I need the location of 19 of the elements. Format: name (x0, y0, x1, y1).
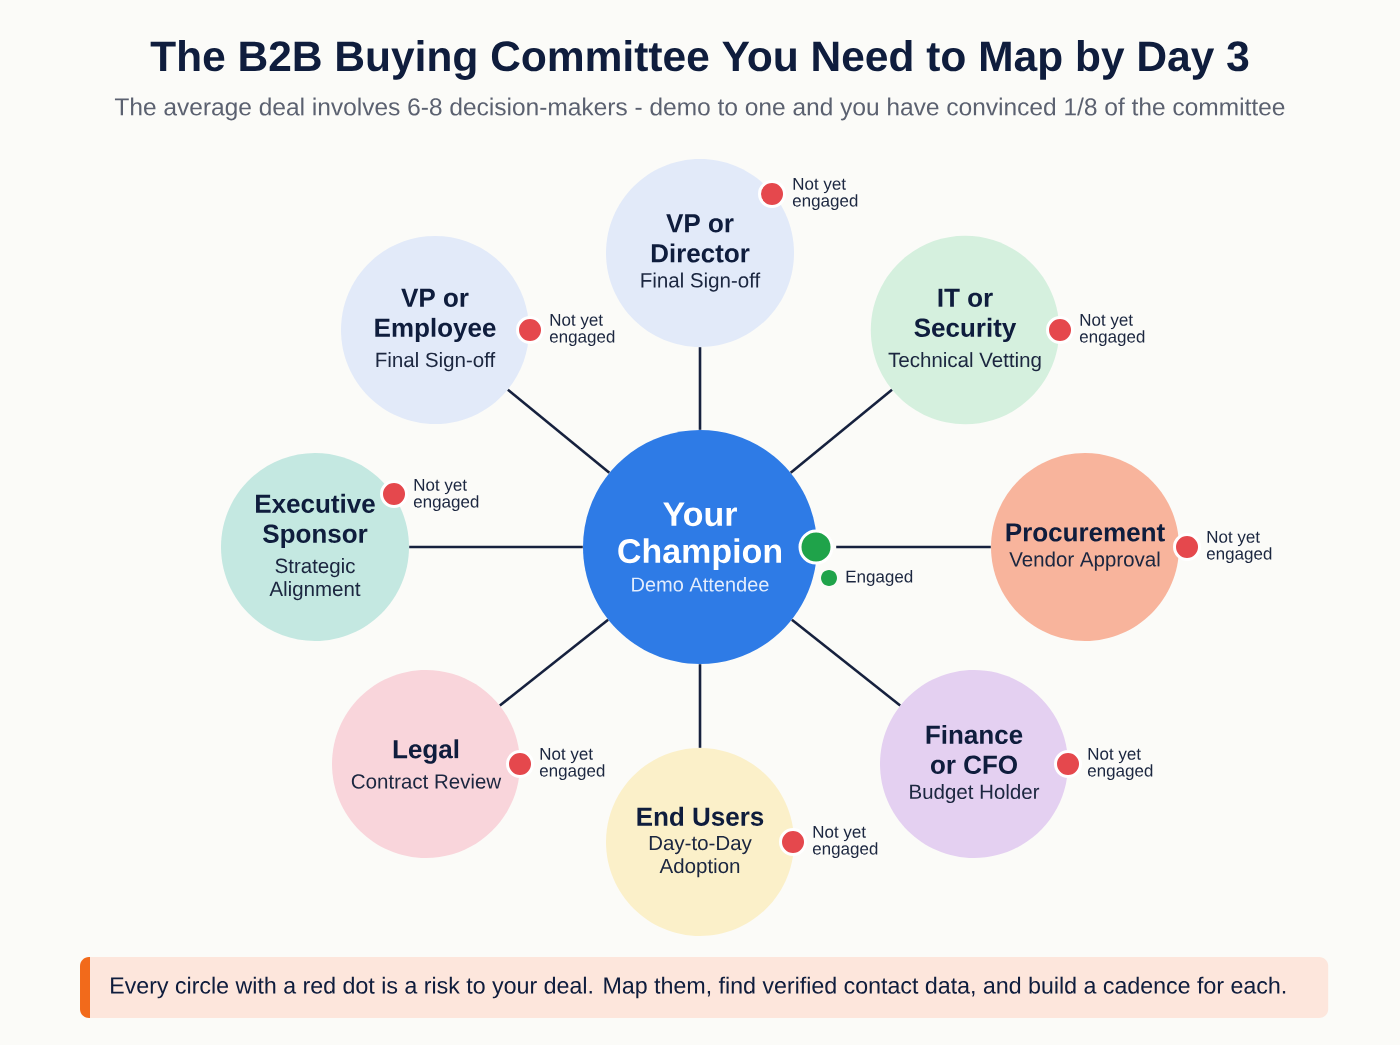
status-text: Not yet engaged (792, 177, 858, 211)
connector-line (499, 618, 609, 707)
connector-line (507, 388, 611, 474)
connector-line (789, 388, 893, 474)
connector-line (409, 545, 583, 549)
connector-line (698, 347, 702, 430)
status-text: Not yet engaged (1087, 747, 1153, 781)
connector-line (698, 664, 702, 748)
connector-line (836, 545, 991, 549)
callout-banner: Every circle with a red dot is a risk to your deal. Map them, find verified contact data, and build a cadence for each. (80, 957, 1329, 1018)
connector-line (791, 618, 901, 707)
status-text: Not yet engaged (539, 747, 605, 781)
status-text: Not yet engaged (812, 825, 878, 859)
status-text: Engaged (846, 570, 913, 586)
subtitle: The average deal involves 6-8 decision-makers - demo to one and you have convinced 1/8 of the committee (114, 97, 1285, 121)
status-text: Not yet engaged (1079, 313, 1145, 347)
status-text: Not yet engaged (1206, 530, 1272, 564)
status-text: Not yet engaged (413, 478, 479, 512)
title: The B2B Buying Committee You Need to Map by Day 3 (150, 40, 1249, 80)
